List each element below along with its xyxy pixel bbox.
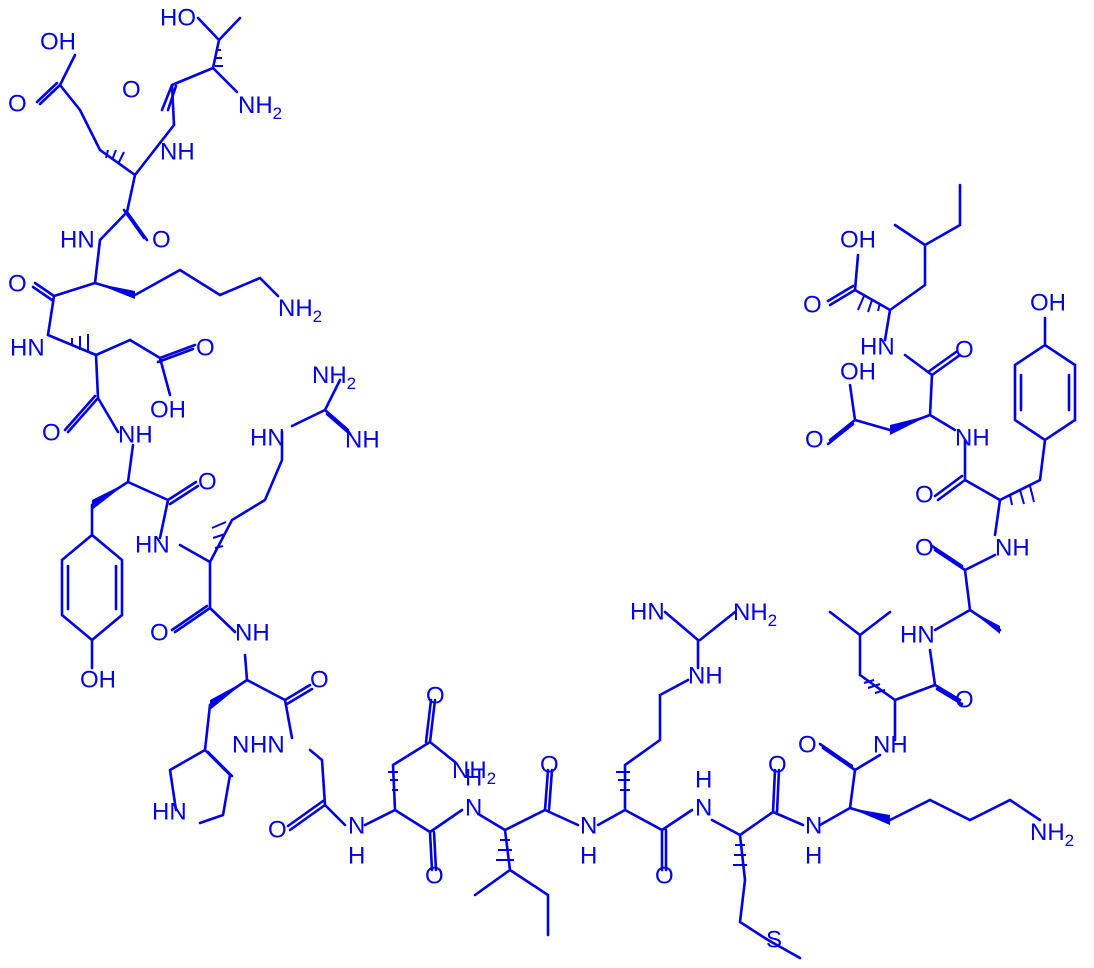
tyr1-carbonyl-oxygen: O bbox=[198, 469, 217, 496]
ala-amide-nh: HN bbox=[900, 622, 935, 649]
tyr2-carbonyl-oxygen: O bbox=[915, 482, 934, 509]
met-carbonyl-oxygen: O bbox=[768, 752, 787, 779]
glu-amide-nh: NH bbox=[160, 139, 195, 166]
arg2-guanidine-nh2: NH2 bbox=[733, 599, 777, 630]
stereo-bonds bbox=[92, 283, 1000, 825]
glu-carbonyl-oxygen: O bbox=[152, 227, 171, 254]
thr-hydroxyl: HO bbox=[160, 5, 196, 32]
gly-carbonyl-oxygen: O bbox=[268, 817, 287, 844]
ile-carbonyl-oxygen: O bbox=[540, 752, 559, 779]
leu1-amide-oxygen: O bbox=[955, 687, 974, 714]
his-imidazole-nh: HN bbox=[152, 799, 187, 826]
arg1-guanidine-hn: HN bbox=[250, 425, 285, 452]
asp2-acid-hydroxyl: OH bbox=[840, 359, 876, 386]
thr-carbonyl-oxygen: O bbox=[122, 77, 141, 104]
asp1-amide-nh: HN bbox=[10, 335, 45, 362]
arg2-guanidine-nh: NH bbox=[688, 663, 723, 690]
tyr1-amide-nh: NH bbox=[118, 422, 153, 449]
arg1-guanidine-nh2: NH2 bbox=[312, 362, 356, 393]
thr-amine: NH2 bbox=[238, 92, 282, 123]
arg1-guanidine-imine: NH bbox=[345, 427, 380, 454]
asn-amide-h: H bbox=[348, 843, 365, 870]
asp2-amide-nh: NH bbox=[955, 425, 990, 452]
ala-nh: NH bbox=[995, 535, 1030, 562]
glu-acid-hydroxyl: OH bbox=[40, 29, 76, 56]
met-amide-h: H bbox=[695, 767, 712, 794]
asp1-acid-hydroxyl: OH bbox=[150, 397, 186, 424]
ala-carbonyl-oxygen: O bbox=[915, 535, 934, 562]
hashed-bonds bbox=[71, 49, 1035, 866]
lys1-amide-nh: HN bbox=[60, 227, 95, 254]
bond-lines bbox=[31, 16, 1077, 960]
leu2-amide-nh: HN bbox=[860, 334, 895, 361]
his-carbonyl-oxygen: O bbox=[310, 667, 329, 694]
arg1-amide-nh: HN bbox=[135, 532, 170, 559]
lys1-side-amine: NH2 bbox=[278, 295, 322, 326]
tyr2-phenol-hydroxyl: OH bbox=[1030, 290, 1066, 317]
asp1-acid-oxygen: O bbox=[196, 335, 215, 362]
leu1-amide-nh: NH bbox=[873, 732, 908, 759]
lys2-amide-n: N bbox=[805, 813, 822, 840]
leu2-acid-oxygen: O bbox=[803, 292, 822, 319]
met-amide-n: N bbox=[695, 795, 712, 822]
asn-side-amide-nh2: NH2 bbox=[452, 757, 496, 788]
tyr1-phenol-hydroxyl: OH bbox=[80, 667, 116, 694]
arg2-amide-h: H bbox=[580, 843, 597, 870]
leu2-acid-hydroxyl: OH bbox=[840, 227, 876, 254]
his-amide-nh: NH bbox=[235, 620, 270, 647]
arg2-amide-n: N bbox=[580, 813, 597, 840]
lys2-amide-h: H bbox=[805, 843, 822, 870]
met-thioether-sulfur: S bbox=[766, 927, 782, 954]
asp2-acid-oxygen: O bbox=[805, 427, 824, 454]
ile-amide-h: H bbox=[465, 765, 482, 792]
lys1-carbonyl-oxygen: O bbox=[8, 271, 27, 298]
arg2-guanidine-imine: HN bbox=[630, 599, 665, 626]
glu-acid-oxygen: O bbox=[8, 91, 27, 118]
arg2-carbonyl-oxygen: O bbox=[655, 863, 674, 890]
his-imidazole-n: N bbox=[232, 732, 249, 759]
atom-labels: HO O NH2 OH O NH O HN O NH2 HN O OH O NH… bbox=[8, 5, 1074, 954]
arg1-carbonyl-oxygen: O bbox=[150, 620, 169, 647]
leu1-carbonyl-oxygen: O bbox=[798, 732, 817, 759]
asp2-carbonyl-oxygen: O bbox=[955, 337, 974, 364]
asn-carbonyl-oxygen: O bbox=[425, 863, 444, 890]
lys2-side-amine: NH2 bbox=[1030, 819, 1074, 850]
asn-amide-n: N bbox=[348, 813, 365, 840]
asp1-carbonyl-oxygen: O bbox=[42, 420, 61, 447]
gly-amide-nh: HN bbox=[250, 732, 285, 759]
ile-amide-n: N bbox=[465, 795, 482, 822]
asn-amide-oxygen: O bbox=[426, 683, 445, 710]
